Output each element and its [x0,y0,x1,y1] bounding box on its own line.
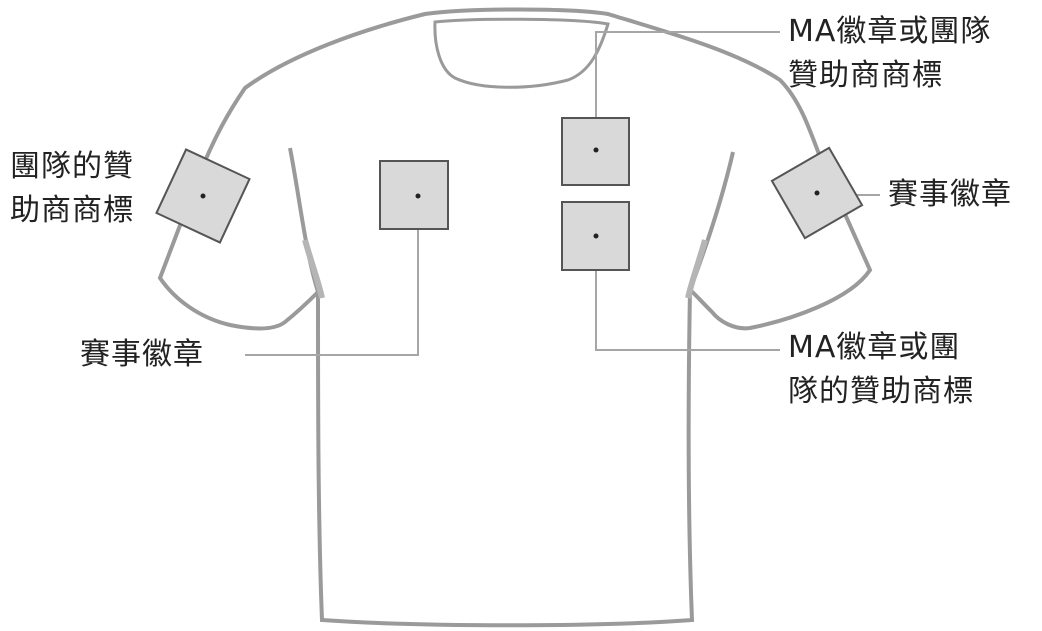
collar-outline [435,19,608,87]
label-chest-right-top: MA徽章或團隊 贊助商商標 [788,10,991,98]
label-chest-right-top-line-1: MA徽章或團隊 [788,10,991,54]
label-chest-right-bottom: MA徽章或團 隊的贊助商標 [788,326,974,414]
badge-chest-left [380,161,448,229]
label-chest-right-top-line-2: 贊助商商標 [788,54,991,98]
badge-left-sleeve [156,149,249,242]
badge-chest-right-top [562,118,629,185]
right-side-shadow [688,240,705,298]
label-right-sleeve-line-1: 賽事徽章 [888,173,1012,217]
label-left-sleeve-line-2: 助商商標 [10,189,134,233]
label-right-sleeve: 賽事徽章 [888,173,1012,217]
label-chest-left: 賽事徽章 [80,333,204,377]
label-left-sleeve-line-1: 團隊的贊 [10,145,134,189]
tshirt-outline [160,10,870,626]
label-chest-right-bottom-line-1: MA徽章或團 [788,326,974,370]
badge-chest-right-bottom [562,202,629,270]
label-chest-right-bottom-line-2: 隊的贊助商標 [788,370,974,414]
left-side-shadow [305,240,322,298]
label-chest-left-line-1: 賽事徽章 [80,333,204,377]
label-left-sleeve: 團隊的贊 助商商標 [10,145,134,233]
